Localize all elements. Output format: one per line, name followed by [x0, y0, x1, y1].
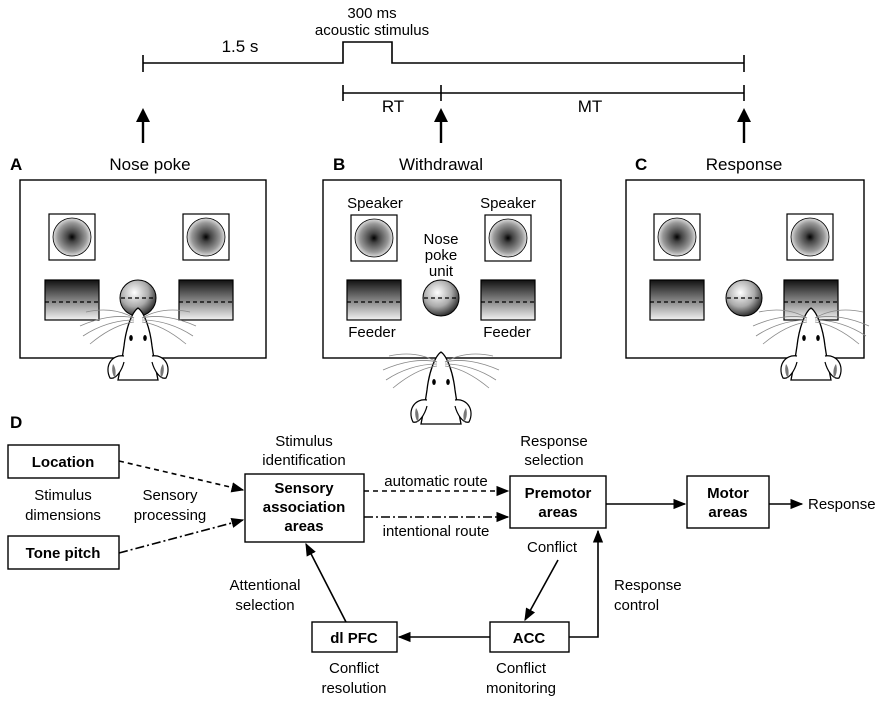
- speaker-icon: [48, 213, 96, 261]
- stimulus-dimensions-label-1: Stimulus: [34, 487, 92, 504]
- dlpfc-box: [311, 621, 398, 653]
- speaker-icon: [182, 213, 230, 261]
- speaker-icon: [786, 213, 834, 261]
- panel-b-letter: B: [333, 155, 345, 174]
- premotor-line-2: areas: [538, 504, 577, 521]
- stimulus-dimensions-label-2: dimensions: [25, 507, 101, 524]
- response-selection-label-2: selection: [524, 452, 583, 469]
- location-arrow: [118, 460, 245, 493]
- panel-c-title: Response: [706, 155, 783, 174]
- intentional-route-label: intentional route: [383, 523, 490, 540]
- speaker-right-label: Speaker: [480, 195, 536, 212]
- panel-a: A Nose poke: [10, 155, 267, 381]
- acc-box: [489, 621, 570, 653]
- response-control-label-2: control: [614, 597, 659, 614]
- tone-pitch-arrow: [118, 518, 245, 554]
- conflict-resolution-label-2: resolution: [321, 680, 386, 697]
- chamber-b: [322, 179, 562, 359]
- sensory-processing-label-1: Sensory: [142, 487, 198, 504]
- conflict-label: Conflict: [527, 539, 578, 556]
- nose-poke-label-2: poke: [425, 247, 458, 264]
- motor-box: [686, 475, 770, 529]
- rat-icon: [382, 351, 500, 425]
- speaker-icon: [484, 214, 532, 262]
- panel-a-title: Nose poke: [109, 155, 190, 174]
- arrow-nose-poke: [136, 108, 150, 143]
- mt-label: MT: [578, 97, 603, 116]
- feeder-left-label: Feeder: [348, 324, 396, 341]
- conflict-arrow: [524, 559, 559, 622]
- speaker-left-label: Speaker: [347, 195, 403, 212]
- nose-poke-label-1: Nose: [423, 231, 458, 248]
- timeline: 300 ms acoustic stimulus 1.5 s RT MT: [136, 5, 751, 143]
- panel-b-title: Withdrawal: [399, 155, 483, 174]
- response-control-arrow: [569, 529, 604, 638]
- speaker-icon: [350, 214, 398, 262]
- feeder-icon: [44, 279, 100, 321]
- panel-b: B Withdrawal Speaker Speaker Nose poke u…: [322, 155, 562, 425]
- location-label: Location: [32, 454, 95, 471]
- tone-pitch-label: Tone pitch: [26, 545, 101, 562]
- conflict-monitoring-label-1: Conflict: [496, 660, 547, 677]
- automatic-route-label: automatic route: [384, 473, 487, 490]
- panel-c-letter: C: [635, 155, 647, 174]
- sensory-association-box: [244, 473, 365, 543]
- premotor-box: [509, 475, 607, 529]
- conflict-monitoring-label-2: monitoring: [486, 680, 556, 697]
- sensory-box-line-1: Sensory: [274, 480, 334, 497]
- sensory-processing-label-2: processing: [134, 507, 207, 524]
- acc-label: ACC: [513, 630, 546, 647]
- conflict-resolution-label-1: Conflict: [329, 660, 380, 677]
- stimulus-type-label: acoustic stimulus: [315, 22, 429, 39]
- speaker-icon: [653, 213, 701, 261]
- timeline-trace: [143, 41, 744, 64]
- location-box: [7, 444, 120, 479]
- feeder-icon: [480, 279, 536, 321]
- nose-poke-unit-icon: [422, 279, 460, 317]
- nose-poke-unit-icon: [725, 279, 763, 317]
- stimulus-identification-label-1: Stimulus: [275, 433, 333, 450]
- nose-poke-label-3: unit: [429, 263, 454, 280]
- feeder-icon: [178, 279, 234, 321]
- chamber-c: [625, 179, 865, 359]
- stimulus-identification-label-2: identification: [262, 452, 345, 469]
- feeder-icon: [649, 279, 705, 321]
- panel-d-letter: D: [10, 413, 22, 432]
- panel-d: D Location Tone pitch Stimulus dimension…: [7, 413, 876, 697]
- tone-pitch-box: [7, 535, 120, 570]
- feeder-icon: [346, 279, 402, 321]
- arrow-withdrawal: [434, 108, 448, 143]
- sensory-box-line-3: areas: [284, 518, 323, 535]
- arrow-response: [737, 108, 751, 143]
- sensory-box-line-2: association: [263, 499, 346, 516]
- dlpfc-label: dl PFC: [330, 630, 378, 647]
- response-label: Response: [808, 496, 876, 513]
- attentional-selection-label-2: selection: [235, 597, 294, 614]
- feeder-right-label: Feeder: [483, 324, 531, 341]
- motor-line-2: areas: [708, 504, 747, 521]
- delay-label: 1.5 s: [222, 37, 259, 56]
- attentional-selection-arrow: [305, 542, 347, 623]
- panel-c: C Response: [625, 155, 870, 381]
- response-selection-label-1: Response: [520, 433, 588, 450]
- premotor-line-1: Premotor: [525, 485, 592, 502]
- stimulus-duration-label: 300 ms: [347, 5, 396, 22]
- attentional-selection-label-1: Attentional: [230, 577, 301, 594]
- rt-label: RT: [382, 97, 404, 116]
- response-control-label-1: Response: [614, 577, 682, 594]
- panel-a-letter: A: [10, 155, 22, 174]
- motor-line-1: Motor: [707, 485, 749, 502]
